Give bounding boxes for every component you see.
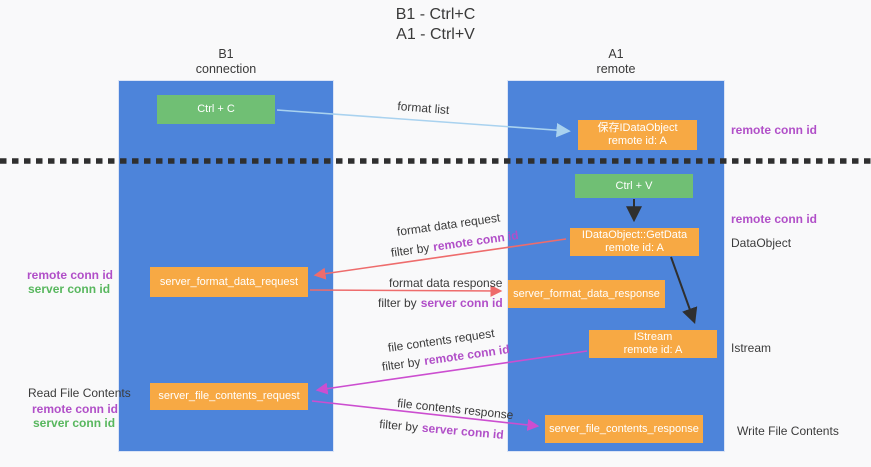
title-line-1: B1 - Ctrl+C (395, 6, 476, 23)
annotation-server-conn-id-left-1: server conn id (28, 282, 111, 296)
flow-label-file-contents-response: file contents response (396, 396, 515, 423)
node-server-format-data-request: server_format_data_request (150, 267, 308, 297)
server-file-contents-request-label: server_file_contents_request (158, 390, 300, 402)
annotation-dataobject: DataObject (731, 236, 792, 250)
node-server-file-contents-response: server_file_contents_response (545, 415, 703, 443)
lane-a1-name: A1 (608, 47, 624, 61)
server-format-data-request-label: server_format_data_request (159, 275, 299, 288)
node-save-idataobject: 保存IDataObject remote id: A (578, 120, 697, 150)
save-idataobject-line2: remote id: A (608, 135, 667, 147)
node-istream: IStream remote id: A (589, 330, 717, 358)
server-conn-id-text: server conn id (421, 420, 505, 442)
server-file-contents-response-label: server_file_contents_response (549, 422, 699, 435)
diagram-title: B1 - Ctrl+C A1 - Ctrl+V (0, 5, 871, 45)
lane-header-b1: B1 connection (118, 47, 334, 77)
arrow-format-data-response (309, 284, 503, 297)
save-idataobject-line1: 保存IDataObject (597, 122, 678, 134)
istream-line1: IStream (633, 331, 673, 343)
filter-by-text: filter by (378, 296, 417, 310)
node-ctrl-v: Ctrl + V (575, 174, 693, 198)
node-server-file-contents-request: server_file_contents_request (150, 383, 308, 410)
annotation-server-conn-id-left-2: server conn id (33, 416, 116, 430)
flow-label-format-list: format list (396, 99, 450, 118)
server-format-data-response-label: server_format_data_response (513, 287, 660, 300)
annotation-read-file-contents: Read File Contents (28, 386, 131, 400)
lane-b1-role: connection (195, 62, 257, 76)
node-server-format-data-response: server_format_data_response (508, 280, 665, 308)
flow-label-format-data-response: format data response (389, 276, 503, 290)
annotation-remote-conn-id-top: remote conn id (731, 123, 818, 137)
annotation-remote-conn-id-left-1: remote conn id (27, 268, 114, 282)
server-conn-id-text: server conn id (420, 296, 503, 310)
lane-header-a1: A1 remote (507, 47, 725, 77)
filter-by-text: filter by (378, 417, 419, 435)
getdata-line2: remote id: A (605, 242, 664, 254)
annotation-remote-conn-id-left-2: remote conn id (32, 402, 119, 416)
node-ctrl-c: Ctrl + C (157, 95, 275, 124)
ctrl-v-label: Ctrl + V (615, 179, 653, 192)
filter-by-text: filter by (390, 240, 431, 260)
node-idataobject-getdata: IDataObject::GetData remote id: A (570, 228, 699, 256)
lane-a1-role: remote (596, 62, 636, 76)
annotation-remote-conn-id-mid: remote conn id (731, 212, 818, 226)
filter-by-text: filter by (381, 354, 422, 374)
getdata-line1: IDataObject::GetData (581, 229, 688, 241)
istream-line2: remote id: A (623, 344, 683, 356)
annotation-write-file-contents: Write File Contents (737, 424, 839, 438)
title-line-2: A1 - Ctrl+V (396, 26, 475, 43)
ctrl-c-label: Ctrl + C (197, 103, 235, 115)
lane-b1-name: B1 (218, 47, 234, 61)
annotation-istream: Istream (731, 341, 772, 355)
